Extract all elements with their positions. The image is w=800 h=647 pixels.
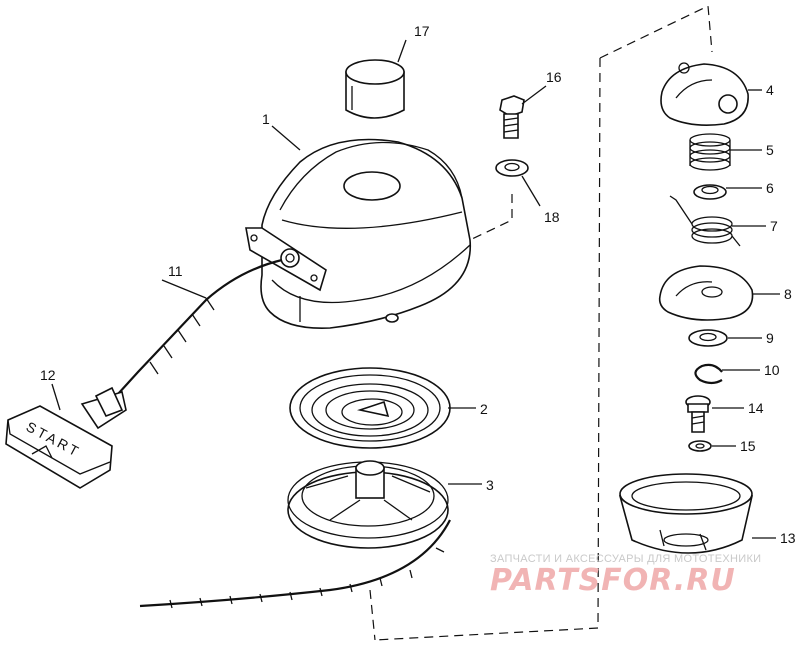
part-12-start-handle: START bbox=[5, 386, 127, 489]
part-4-pawl-plate bbox=[660, 62, 749, 126]
part-1-starter-housing bbox=[245, 138, 472, 329]
part-2-rewind-spring bbox=[289, 367, 451, 449]
callout-5: 5 bbox=[766, 142, 774, 158]
callout-7: 7 bbox=[770, 218, 778, 234]
callout-10: 10 bbox=[764, 362, 780, 378]
callout-12: 12 bbox=[40, 367, 56, 383]
callout-15: 15 bbox=[740, 438, 756, 454]
watermark-caption: ЗАПЧАСТИ И АКСЕССУАРЫ ДЛЯ МОТОТЕХНИКИ bbox=[490, 553, 762, 565]
part-3-rope-pulley bbox=[287, 460, 449, 549]
part-6-bushing bbox=[693, 184, 727, 200]
part-7-torsion-spring bbox=[669, 195, 741, 247]
callout-16: 16 bbox=[546, 69, 562, 85]
callout-18: 18 bbox=[544, 209, 560, 225]
part-16-bolt bbox=[499, 95, 525, 139]
leader-lines bbox=[51, 39, 780, 539]
part-10-e-clip bbox=[694, 363, 723, 385]
callout-1: 1 bbox=[262, 111, 270, 127]
part-15-small-washer bbox=[688, 440, 712, 452]
part-18-washer bbox=[495, 159, 529, 177]
callout-numbers: 1 2 3 4 5 6 7 8 9 10 11 12 13 14 15 16 1… bbox=[40, 23, 796, 546]
part-8-pawl bbox=[658, 265, 754, 321]
part-14-screw bbox=[685, 395, 711, 433]
watermark-logo: PARTSFOR.RU bbox=[490, 563, 736, 598]
callout-4: 4 bbox=[766, 82, 774, 98]
callout-3: 3 bbox=[486, 477, 494, 493]
callout-8: 8 bbox=[784, 286, 792, 302]
callout-17: 17 bbox=[414, 23, 430, 39]
callout-14: 14 bbox=[748, 400, 764, 416]
part-9-washer bbox=[688, 329, 728, 347]
part-5-spring bbox=[689, 133, 731, 171]
callout-11: 11 bbox=[168, 263, 183, 279]
callout-9: 9 bbox=[766, 330, 774, 346]
callout-13: 13 bbox=[780, 530, 796, 546]
callout-2: 2 bbox=[480, 401, 488, 417]
part-13-starter-cup bbox=[618, 473, 754, 554]
part-11-rope bbox=[117, 258, 451, 609]
callout-6: 6 bbox=[766, 180, 774, 196]
part-17-cap bbox=[345, 59, 405, 119]
